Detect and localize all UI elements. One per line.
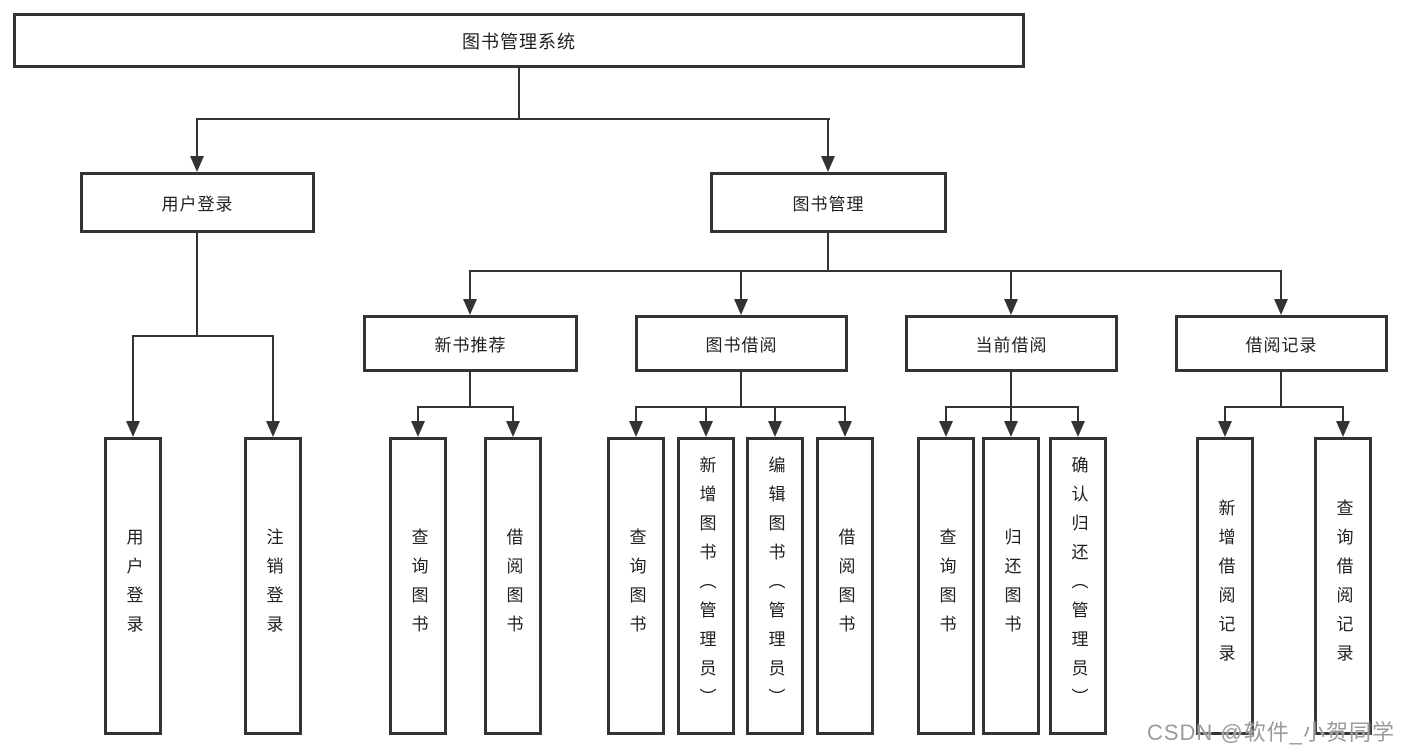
arrow-down-icon	[699, 421, 713, 437]
connector-mgmt-bar	[469, 270, 1282, 272]
leaf-borrow-edit-books: 编辑图书（管理员）	[746, 437, 804, 735]
connector-login-drop-1	[132, 335, 134, 421]
connector-root-bar	[196, 118, 830, 120]
connector-records-stem	[1280, 372, 1282, 406]
leaf-user-login: 用户登录	[104, 437, 162, 735]
node-root-label: 图书管理系统	[462, 31, 576, 52]
leaf-current-query-books: 查询图书	[917, 437, 975, 735]
node-book-borrow-label: 图书借阅	[705, 336, 778, 355]
connector-borrow-drop-1	[635, 406, 637, 421]
leaf-current-return-books: 归还图书	[982, 437, 1040, 735]
connector-rec-bar	[417, 406, 514, 408]
leaf-current-confirm-return: 确认归还（管理员）	[1049, 437, 1107, 735]
leaf-borrow-add-books: 新增图书（管理员）	[677, 437, 735, 735]
node-root: 图书管理系统	[13, 13, 1025, 68]
connector-mgmt-drop-1	[469, 270, 471, 299]
arrow-down-icon	[506, 421, 520, 437]
connector-mgmt-drop-3	[1010, 270, 1012, 299]
node-book-mgmt-label: 图书管理	[792, 195, 865, 214]
arrow-down-icon	[190, 156, 204, 172]
node-book-borrow: 图书借阅	[635, 315, 848, 372]
leaf-borrow-edit-books-label: 编辑图书（管理员）	[765, 455, 785, 717]
connector-current-bar	[945, 406, 1079, 408]
leaf-records-add-record-label: 新增借阅记录	[1215, 499, 1235, 673]
node-user-login: 用户登录	[80, 172, 315, 233]
arrow-down-icon	[1218, 421, 1232, 437]
node-current-borrow-label: 当前借阅	[975, 336, 1048, 355]
leaf-user-login-label: 用户登录	[123, 528, 143, 644]
leaf-current-query-books-label: 查询图书	[936, 528, 956, 644]
leaf-current-confirm-return-label: 确认归还（管理员）	[1068, 455, 1088, 717]
node-user-login-label: 用户登录	[161, 195, 234, 214]
connector-mgmt-stem	[827, 233, 829, 270]
leaf-rec-borrow-books-label: 借阅图书	[503, 528, 523, 644]
leaf-logout-label: 注销登录	[263, 528, 283, 644]
leaf-current-return-books-label: 归还图书	[1001, 528, 1021, 644]
arrow-down-icon	[463, 299, 477, 315]
leaf-rec-borrow-books: 借阅图书	[484, 437, 542, 735]
arrow-down-icon	[734, 299, 748, 315]
connector-borrow-drop-4	[844, 406, 846, 421]
connector-borrow-bar	[635, 406, 845, 408]
connector-borrow-drop-2	[705, 406, 707, 421]
connector-current-stem	[1010, 372, 1012, 406]
connector-root-stem	[518, 68, 520, 118]
arrow-down-icon	[126, 421, 140, 437]
connector-borrow-drop-3	[774, 406, 776, 421]
leaf-rec-query-books: 查询图书	[389, 437, 447, 735]
leaf-borrow-query-books-label: 查询图书	[626, 528, 646, 644]
leaf-records-query-record: 查询借阅记录	[1314, 437, 1372, 735]
connector-rec-drop-1	[417, 406, 419, 421]
node-new-book-rec-label: 新书推荐	[434, 336, 507, 355]
connector-login-stem	[196, 233, 198, 335]
node-borrow-records-label: 借阅记录	[1245, 336, 1318, 355]
arrow-down-icon	[1004, 299, 1018, 315]
connector-records-drop-2	[1342, 406, 1344, 421]
connector-login-bar	[132, 335, 274, 337]
arrow-down-icon	[768, 421, 782, 437]
connector-records-drop-1	[1224, 406, 1226, 421]
connector-current-drop-2	[1010, 406, 1012, 421]
connector-records-bar	[1224, 406, 1344, 408]
arrow-down-icon	[939, 421, 953, 437]
arrow-down-icon	[821, 156, 835, 172]
node-borrow-records: 借阅记录	[1175, 315, 1388, 372]
leaf-borrow-query-books: 查询图书	[607, 437, 665, 735]
arrow-down-icon	[411, 421, 425, 437]
arrow-down-icon	[629, 421, 643, 437]
node-new-book-rec: 新书推荐	[363, 315, 578, 372]
connector-rec-drop-2	[512, 406, 514, 421]
arrow-down-icon	[1071, 421, 1085, 437]
connector-root-drop-right	[827, 118, 829, 156]
arrow-down-icon	[838, 421, 852, 437]
connector-current-drop-3	[1077, 406, 1079, 421]
arrow-down-icon	[1274, 299, 1288, 315]
leaf-borrow-add-books-label: 新增图书（管理员）	[696, 455, 716, 717]
connector-mgmt-drop-4	[1280, 270, 1282, 299]
connector-login-drop-2	[272, 335, 274, 421]
connector-rec-stem	[469, 372, 471, 406]
connector-current-drop-1	[945, 406, 947, 421]
leaf-records-query-record-label: 查询借阅记录	[1333, 499, 1353, 673]
arrow-down-icon	[266, 421, 280, 437]
arrow-down-icon	[1336, 421, 1350, 437]
node-book-mgmt: 图书管理	[710, 172, 947, 233]
leaf-rec-query-books-label: 查询图书	[408, 528, 428, 644]
leaf-logout: 注销登录	[244, 437, 302, 735]
leaf-borrow-borrow-books-label: 借阅图书	[835, 528, 855, 644]
leaf-borrow-borrow-books: 借阅图书	[816, 437, 874, 735]
arrow-down-icon	[1004, 421, 1018, 437]
connector-mgmt-drop-2	[740, 270, 742, 299]
leaf-records-add-record: 新增借阅记录	[1196, 437, 1254, 735]
connector-root-drop-left	[196, 118, 198, 156]
connector-borrow-stem	[740, 372, 742, 406]
node-current-borrow: 当前借阅	[905, 315, 1118, 372]
csdn-watermark: CSDN @软件_小贺同学	[1146, 720, 1395, 745]
